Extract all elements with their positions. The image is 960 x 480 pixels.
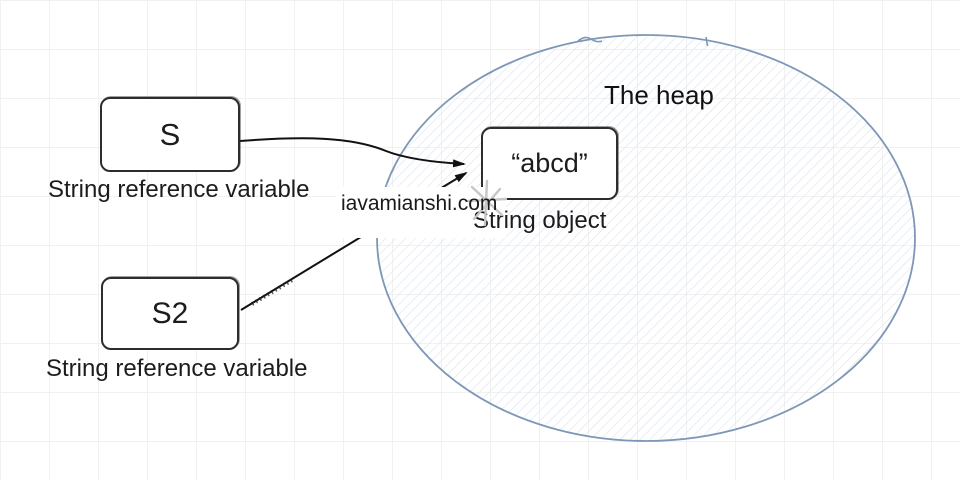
s2-variable-box: S2 [101,277,239,350]
string-object-box-label: “abcd” [511,148,588,178]
s2-variable-caption: String reference variable [46,355,308,382]
s-variable-box: S [100,97,240,172]
string-object-box: “abcd” [481,127,618,200]
watermark-box: iavamianshi.com [336,179,508,238]
s-to-object-arrow [239,137,466,168]
s2-variable-box-label: S2 [151,296,189,330]
ellipse-pen-tick [705,36,709,47]
s2-arrow-sketch-ticks [250,277,296,306]
s-variable-box-label: S [159,116,181,152]
string-object-caption: String object [473,207,607,234]
watermark-text: iavamianshi.com [341,192,498,215]
s-variable-caption: String reference variable [48,176,310,203]
sketch-asterisk-icon [466,179,508,227]
ellipse-pen-squiggle [577,36,603,43]
heap-label: The heap [604,80,714,110]
